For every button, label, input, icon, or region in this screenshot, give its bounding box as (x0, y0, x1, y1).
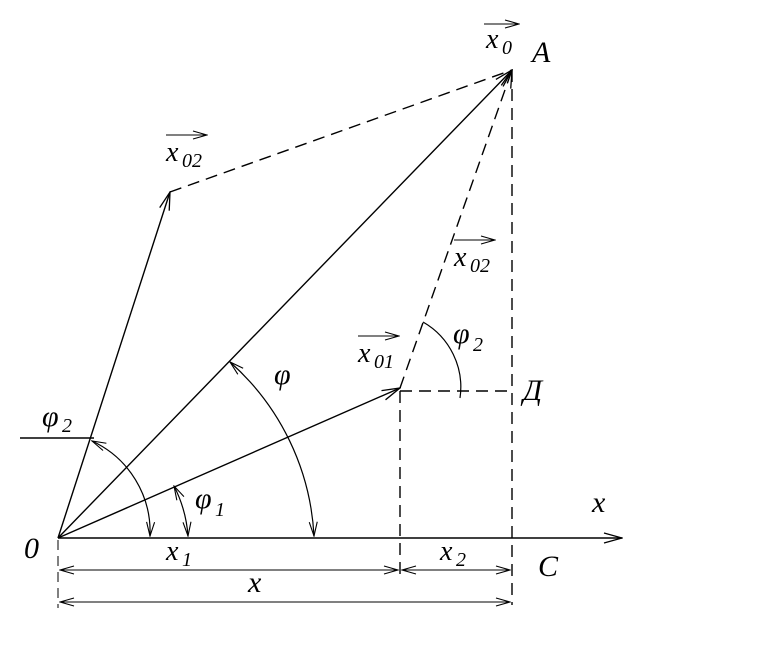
vector-x01 (57, 388, 400, 539)
svg-text:0: 0 (502, 37, 512, 59)
arc-phi2-left (92, 441, 150, 536)
dashed-x02-to-a (169, 69, 513, 193)
svg-text:x: x (485, 24, 499, 55)
label-origin: 0 (24, 532, 39, 565)
label-segment-x2: x 2 (439, 536, 466, 571)
svg-text:1: 1 (215, 499, 225, 521)
label-vector-x0: x 0 (484, 24, 519, 59)
label-point-c: C (538, 550, 559, 583)
label-vector-x02-right: x 02 (453, 240, 495, 277)
svg-text:x: x (165, 137, 179, 168)
arc-phi1 (174, 486, 188, 536)
label-angle-phi2-left: φ 2 (42, 400, 72, 437)
svg-text:x: x (357, 338, 371, 369)
svg-text:2: 2 (456, 549, 466, 571)
label-dimension-x: x (247, 566, 262, 599)
vector-x0 (57, 70, 512, 539)
vector-x02-left (57, 192, 170, 539)
svg-text:x: x (439, 536, 453, 567)
svg-text:φ: φ (195, 482, 212, 515)
svg-text:φ: φ (453, 317, 470, 350)
label-axis-x: x (591, 486, 606, 519)
label-vector-x02-left: x 02 (165, 135, 207, 172)
label-point-d: Д (520, 374, 544, 407)
svg-text:1: 1 (182, 549, 192, 571)
arc-phi2-right (422, 321, 462, 399)
svg-text:x: x (165, 536, 179, 567)
svg-text:φ: φ (42, 400, 59, 433)
svg-text:2: 2 (62, 415, 72, 437)
svg-text:02: 02 (182, 150, 202, 172)
svg-text:02: 02 (470, 255, 490, 277)
label-angle-phi1: φ 1 (195, 482, 225, 521)
label-segment-x1: x 1 (165, 536, 192, 571)
svg-text:x: x (453, 242, 467, 273)
label-angle-phi: φ (274, 358, 291, 391)
label-angle-phi2-right: φ 2 (453, 317, 483, 356)
label-point-a: A (530, 36, 551, 69)
svg-text:01: 01 (374, 351, 394, 373)
arc-phi (230, 362, 314, 536)
svg-text:2: 2 (473, 334, 483, 356)
label-vector-x01: x 01 (357, 336, 399, 373)
